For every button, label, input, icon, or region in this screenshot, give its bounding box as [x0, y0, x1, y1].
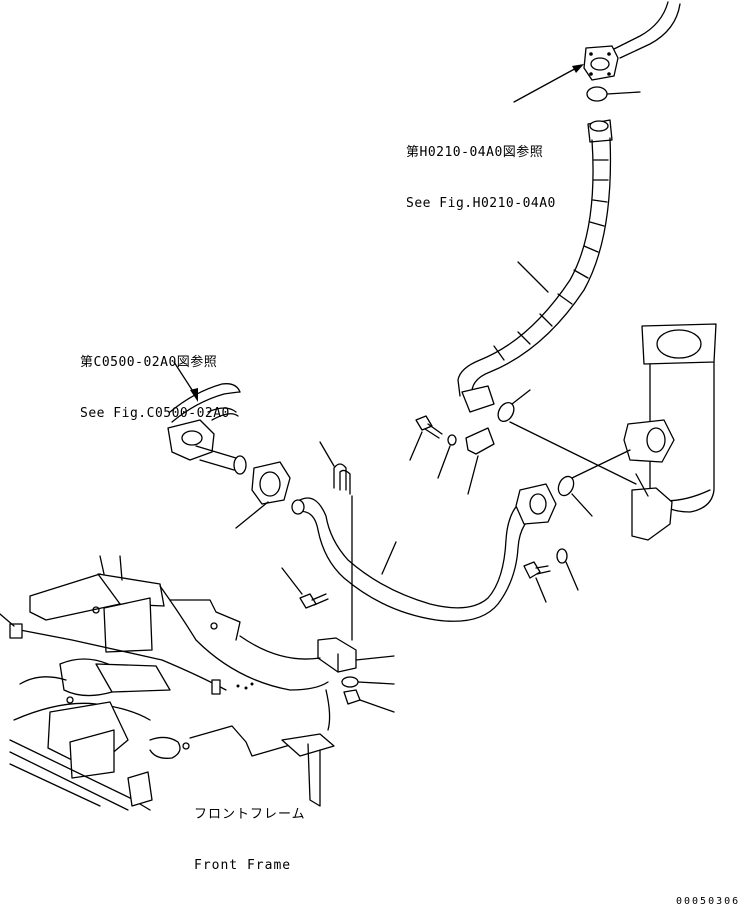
flange-bolt [523, 561, 551, 603]
reference-h0210-en: See Fig.H0210-04A0 [406, 196, 556, 211]
drawing-code: 00050306 [676, 896, 741, 907]
connector-clamp [235, 461, 291, 529]
muffler [623, 323, 717, 541]
upper-gasket [586, 86, 641, 102]
reference-h0210: 第H0210-04A0図参照 See Fig.H0210-04A0 [406, 110, 556, 229]
upper-flange [583, 45, 619, 81]
upper-flange-arrow [513, 64, 584, 103]
front-frame [0, 555, 335, 811]
front-frame-jp: フロントフレーム [194, 807, 306, 822]
reference-h0210-jp: 第H0210-04A0図参照 [406, 145, 544, 160]
hose-end-washer [437, 434, 457, 479]
reference-c0500: 第C0500-02A0図参照 See Fig.C0500-02A0 [80, 320, 230, 439]
flange-washer [556, 548, 579, 591]
hose-end-bolt [409, 415, 443, 461]
hose-end-clamp [465, 427, 495, 495]
upper-pipe [611, 1, 681, 59]
tail-pipe [291, 483, 557, 622]
front-frame-label: フロントフレーム Front Frame [194, 772, 306, 891]
reference-c0500-en: See Fig.C0500-02A0 [80, 406, 230, 421]
outlet-arrow [173, 361, 198, 402]
flexible-hose [457, 119, 613, 413]
bracket-washer [341, 676, 395, 688]
engine-outlet [167, 383, 247, 475]
mounting-bracket [317, 637, 395, 673]
reference-c0500-jp: 第C0500-02A0図参照 [80, 355, 218, 370]
muffler-gasket [557, 449, 631, 517]
u-bolt [319, 441, 353, 641]
front-frame-en: Front Frame [194, 858, 292, 873]
hose-gasket [497, 389, 637, 485]
bracket-nut [343, 689, 395, 713]
bracket-bolt [281, 567, 329, 609]
